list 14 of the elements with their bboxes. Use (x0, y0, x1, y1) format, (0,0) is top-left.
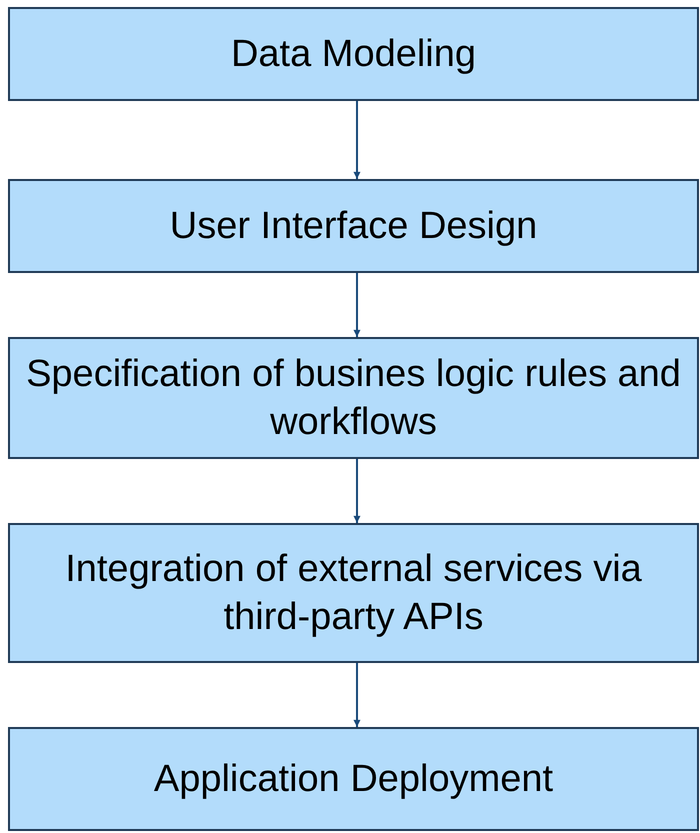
step-label: User Interface Design (168, 204, 538, 249)
step-label: Application Deployment (152, 757, 554, 802)
process-box (8, 337, 699, 459)
process-box (8, 727, 699, 831)
arrow (353, 273, 360, 337)
process-box (8, 523, 699, 663)
step-label: Data Modeling (230, 32, 478, 77)
arrow (353, 459, 360, 523)
arrow (353, 663, 360, 727)
arrow (353, 101, 360, 179)
process-box (8, 7, 699, 101)
step-label: Specification of busines logic rules and workflows (25, 352, 682, 445)
step-label: Integration of external services via third-party APIs (64, 547, 643, 640)
process-box (8, 179, 699, 273)
